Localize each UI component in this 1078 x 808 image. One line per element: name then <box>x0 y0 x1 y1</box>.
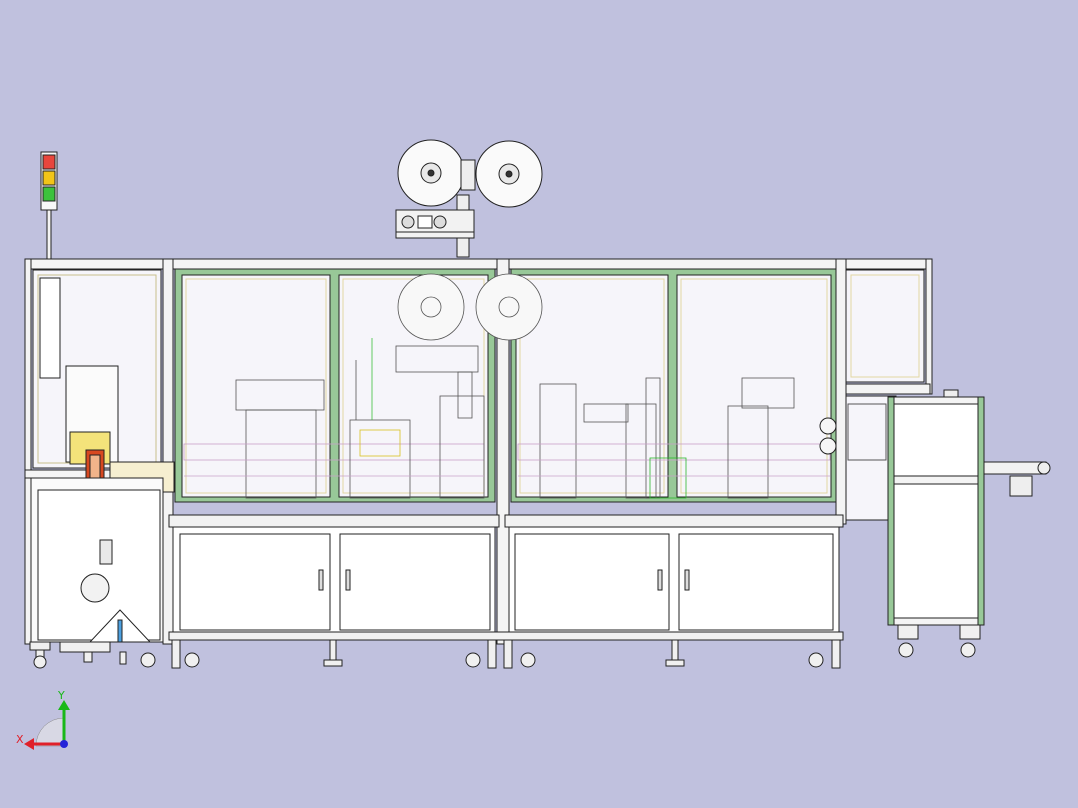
door-handle <box>345 569 351 591</box>
cabinet-door-2a[interactable] <box>514 533 670 631</box>
tape-reel-assembly <box>395 139 543 258</box>
main-frame <box>24 258 933 645</box>
signal-lamp-red <box>42 154 56 170</box>
door-glass-2b <box>676 274 832 498</box>
left-station <box>30 269 175 643</box>
signal-lamp-yellow <box>42 170 56 186</box>
signal-tower <box>40 151 58 263</box>
y-axis-label: Y <box>58 689 65 702</box>
door-handle <box>657 569 663 591</box>
leveling-feet <box>29 624 981 669</box>
outfeed-cabinet <box>819 389 1051 626</box>
y-axis-arrowhead <box>58 700 70 710</box>
door-glass-1a <box>181 274 331 498</box>
door-handle <box>318 569 324 591</box>
x-axis-label: X <box>16 733 24 746</box>
lower-cabinets <box>168 514 844 641</box>
z-axis-origin <box>60 740 68 748</box>
cabinet-door-2b[interactable] <box>678 533 834 631</box>
cabinet-door-1a[interactable] <box>179 533 331 631</box>
door-handle <box>684 569 690 591</box>
internal-mechanisms <box>183 273 831 499</box>
cabinet-door-1b[interactable] <box>339 533 491 631</box>
x-axis-arrowhead <box>24 738 34 750</box>
station-window-2 <box>510 268 837 503</box>
coordinate-triad <box>24 700 70 750</box>
outfeed-conveyor <box>983 461 1047 475</box>
signal-lamp-green <box>42 186 56 202</box>
